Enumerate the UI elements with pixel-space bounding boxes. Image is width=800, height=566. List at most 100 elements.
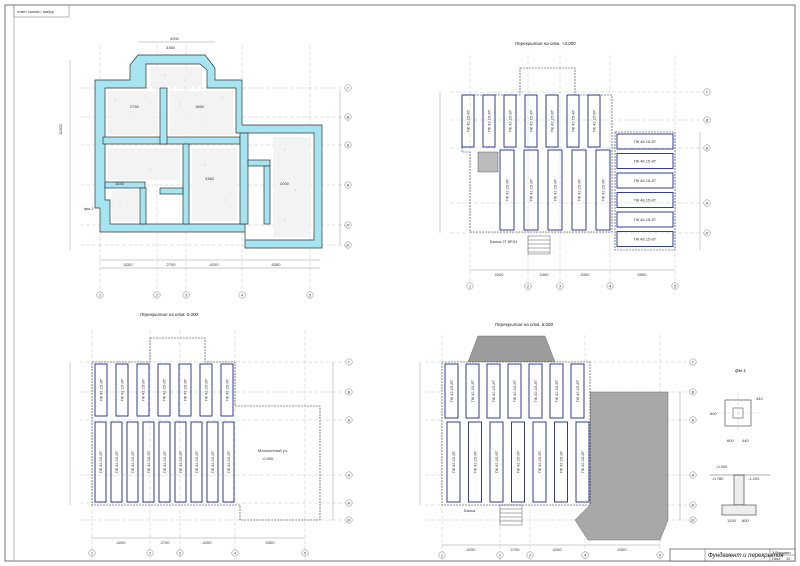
slab-panel <box>616 231 674 247</box>
axis-label: В <box>706 117 709 122</box>
foundation-dim-3: 1860 <box>195 104 205 109</box>
axis-bubble <box>306 291 314 299</box>
slab-panel-label: ПК 42.15-8Т <box>130 450 135 473</box>
slab-panel <box>94 421 107 503</box>
slab-panel <box>587 94 601 148</box>
slab-panel <box>570 363 585 419</box>
foundation-dim-6: 2000 <box>280 181 290 186</box>
axis-bubble <box>344 141 352 149</box>
slab-panel <box>528 363 543 419</box>
axis-label: 3 <box>559 283 562 288</box>
slab-panel-label: ПК 42.15-8Т <box>600 178 605 201</box>
axis-bubble <box>344 241 352 249</box>
slab-panel-label: ПК 42.15-8Т <box>549 109 554 132</box>
slab-panel-label: ПК 42.15-8Т <box>576 178 581 201</box>
axis-bubble <box>345 358 353 366</box>
axis-bubble <box>703 229 711 237</box>
axis-label: А <box>705 200 709 205</box>
slab-panel-label: ПК 42.15-8Т <box>98 450 103 473</box>
axis-bubble <box>689 471 697 479</box>
axis-bubble <box>689 416 697 424</box>
axis-label: Г <box>692 359 695 364</box>
axis-label: 2 <box>498 552 502 557</box>
slab-panel <box>549 363 564 419</box>
axis-label: Г <box>347 85 350 90</box>
dimension-value: 2700 <box>161 540 171 545</box>
stamp-sheet: Лист <box>772 556 781 561</box>
slab-panel <box>126 421 139 503</box>
slab-panel-label: ПК 48.15-8Т <box>634 139 657 144</box>
slab-panel-label: ПК 42.15-8Т <box>194 450 199 473</box>
dimension-value: 4200 <box>467 547 477 552</box>
detail-dim-d: 440 <box>756 396 763 401</box>
slab-panel-label: ПК 42.15-8Т <box>486 109 491 132</box>
slab-panel-label: ПК 42.15-8Т <box>226 450 231 473</box>
slab-panel <box>503 94 517 148</box>
corner-label-box <box>13 4 70 18</box>
slab-panel-label: ПК 42.15-8Т <box>203 378 208 401</box>
foundation-dim-5: 1840 <box>115 181 125 186</box>
axis-bubble <box>689 388 697 396</box>
foundation-dim-1: 3360 <box>166 45 176 50</box>
slab-panel-label: ПК 42.15-8Т <box>470 379 475 402</box>
slab-panel-label: ПК 42.15-8Т <box>494 450 499 473</box>
detail-fm1: фм-1 600 440 600 440 -0.900 -0.780 -1.20… <box>710 368 770 523</box>
slab-panel <box>554 421 568 503</box>
detail-dim-f: 600 <box>742 518 749 523</box>
axis-bubble <box>345 499 353 507</box>
axis-bubble <box>689 358 697 366</box>
axis-label: 3 <box>185 292 188 297</box>
axis-bubble <box>703 199 711 207</box>
slab-panel-label: ПК 42.15-8Т <box>114 450 119 473</box>
dimension-value: 4200 <box>117 540 127 545</box>
slab-panel <box>206 421 219 503</box>
axis-label: 4 <box>609 283 612 288</box>
axis-bubble <box>689 501 697 509</box>
slab-panel <box>222 421 235 503</box>
axis-label: 5 <box>309 292 312 297</box>
axis-label: 4 <box>241 292 244 297</box>
axis-bubble <box>344 181 352 189</box>
slab-panel-label: ПК 42.15-8Т <box>451 450 456 473</box>
slab-panel <box>157 363 171 417</box>
axis-bubble <box>176 549 184 557</box>
slab-panel <box>616 192 674 208</box>
axis-label: А' <box>704 230 709 235</box>
slab-panel-label: ПК 42.15-8Т <box>491 379 496 402</box>
axis-bubble <box>703 88 711 96</box>
dimension-value: 2700 <box>167 262 177 267</box>
axis-bubble <box>344 221 352 229</box>
slab-panel <box>486 363 501 419</box>
slab-panel <box>190 421 203 503</box>
slab-panel <box>468 421 482 503</box>
slab-panel-label: ПК 48.15-8Т <box>634 236 657 241</box>
detail-dim-b: 440 <box>742 438 749 443</box>
slab-6000-title: Перекрытие на отм. 6.000 <box>495 322 553 327</box>
axis-label: 1 <box>99 292 101 297</box>
slab-panel-label: ПК 42.15-8Т <box>515 450 520 473</box>
title-stamp: Фундамент и перекрытия 3 Вариант Лист 12 <box>669 548 796 562</box>
corner-label: ответ копию / шифр <box>17 9 55 14</box>
beam2-note: Балка <box>464 508 476 513</box>
slab-3000-title: Перекрытие на отм. +3.000 <box>515 41 576 46</box>
dimension-value: 5300 <box>618 547 628 552</box>
axis-bubble <box>703 116 711 124</box>
slab-panel <box>136 363 150 417</box>
beam-note: Балка 2Т,8Р.51 <box>490 239 518 244</box>
stamp-sheets: 12 <box>786 556 791 561</box>
slab-panel-label: ПК 42.15-8Т <box>528 178 533 201</box>
slab-panel-label: ПК 42.15-8Т <box>161 378 166 401</box>
axis-label: А' <box>345 222 350 227</box>
stamp-title: Фундамент и перекрытия <box>708 553 784 559</box>
slab-panel-label: ПК 42.15-8Т <box>591 109 596 132</box>
foundation-overall: 11300 <box>58 123 63 135</box>
slab-panel <box>575 421 590 503</box>
axis-bubble <box>238 291 246 299</box>
dimension-value: 2400 <box>540 272 550 277</box>
axis-label: 2 <box>148 550 152 555</box>
axis-bubble <box>345 388 353 396</box>
slab-panel-label: ПК 42.15-8Т <box>119 378 124 401</box>
dimension-value: 2700 <box>511 547 521 552</box>
